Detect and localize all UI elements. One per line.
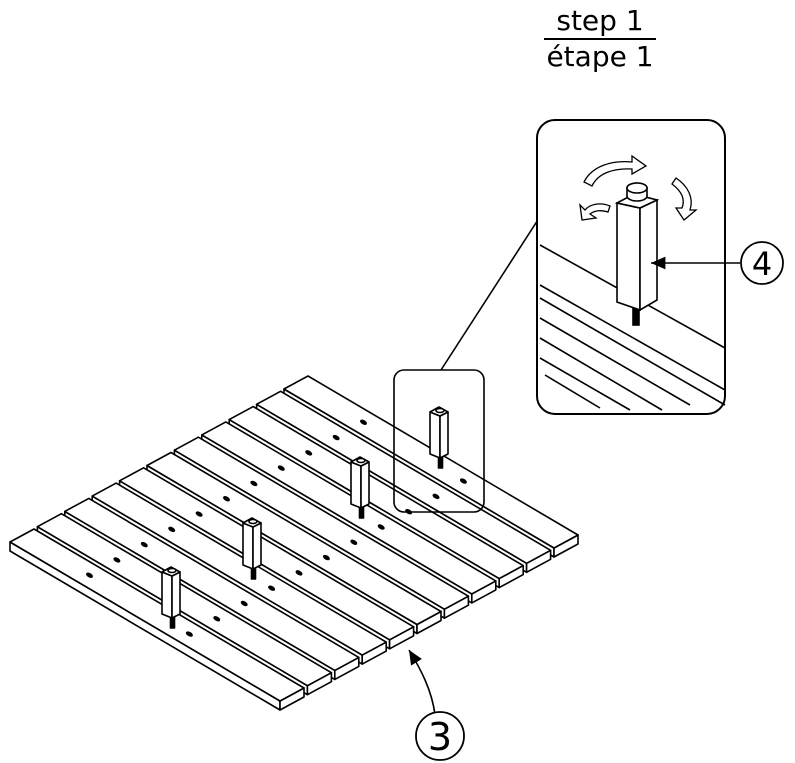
support-leg-2 (242, 517, 262, 580)
support-leg-1-polygon (171, 571, 181, 619)
slat-9-top (228, 405, 525, 580)
support-leg-2-polygon (242, 522, 254, 570)
callout-3: 3 (408, 649, 465, 761)
slat-4-hole-1 (168, 526, 176, 533)
slat-5-top (118, 466, 415, 641)
support-leg-4-ellipse (435, 407, 445, 414)
slat-11-top (283, 375, 579, 549)
step-title-divider (544, 38, 656, 40)
slat-group (9, 375, 579, 711)
rotate-arrows-icon (579, 154, 698, 221)
slat-3-hole-1 (140, 541, 148, 548)
slat-2-hole-2 (213, 616, 221, 622)
slat-pointer-line (408, 649, 436, 716)
callout-3-number: 3 (428, 715, 452, 759)
slat-1-top (9, 528, 305, 702)
step-title: step 1 étape 1 (500, 0, 700, 74)
slat-7-hole-1 (250, 480, 258, 487)
slat-9-hole-1 (305, 450, 313, 456)
slat-10-hole-1 (332, 434, 340, 441)
slat-7-hole-2 (350, 539, 358, 546)
callout-4: 4 (740, 241, 784, 285)
detail-source-frame (393, 369, 485, 513)
zoom-detail-panel (536, 119, 740, 415)
slat-3-hole-2 (240, 600, 248, 607)
slat-5-hole-2 (295, 570, 303, 576)
detail-leader-line (440, 211, 544, 371)
slat-10-top (255, 390, 552, 565)
support-leg-4 (429, 406, 449, 469)
slat-6-hole-2 (322, 554, 330, 561)
slat-11-hole-1 (360, 419, 367, 425)
slat-1-hole-2 (185, 631, 193, 637)
slat-4-top (91, 482, 388, 656)
support-leg-2-ellipse (248, 518, 258, 525)
support-leg-3-ellipse (356, 457, 366, 464)
slat-8-hole-2 (377, 524, 385, 530)
step-title-french: étape 1 (546, 40, 654, 73)
slat-6-hole-1 (223, 496, 230, 502)
slat-7-top (173, 436, 470, 611)
slat-6-top (146, 451, 442, 626)
support-leg-2-polygon (252, 522, 262, 570)
slat-5-hole-1 (195, 511, 203, 517)
slat-8-hole-1 (277, 465, 285, 471)
slat-8-top (201, 421, 497, 595)
slat-4-hole-2 (268, 585, 276, 591)
support-leg-1 (161, 566, 181, 629)
slat-3-top (64, 497, 360, 672)
slat-1-hole-1 (86, 572, 93, 578)
support-leg-4-polygon (439, 411, 449, 459)
slat-2-hole-1 (113, 557, 121, 563)
step-title-english: step 1 (556, 4, 644, 37)
support-leg-4-polygon (429, 411, 441, 459)
support-leg-1-ellipse (167, 567, 177, 574)
support-leg-1-polygon (161, 571, 173, 619)
slat-11-hole-2 (459, 478, 467, 484)
support-leg-3-polygon (360, 461, 370, 509)
slat-10-hole-2 (432, 493, 440, 500)
leg-group (161, 406, 449, 629)
support-leg-3 (350, 456, 370, 519)
zoom-leg (614, 182, 660, 326)
callout-4-number: 4 (752, 245, 772, 283)
slat-2-top (36, 512, 333, 687)
support-leg-3-polygon (350, 461, 362, 509)
